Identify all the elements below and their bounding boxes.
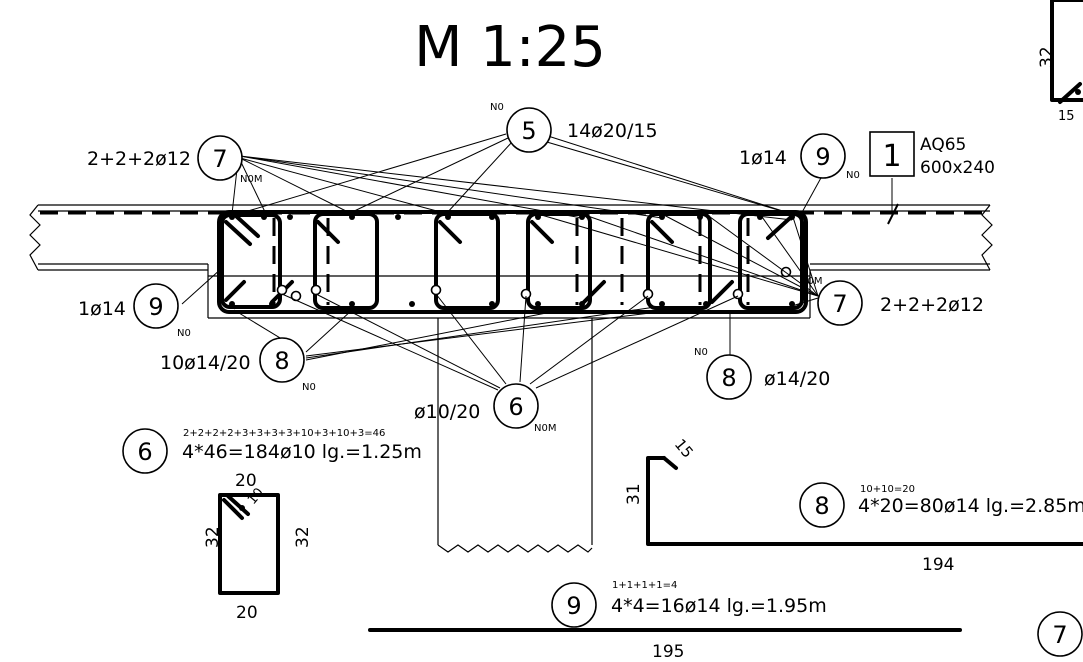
- mesh-leader-tick: [887, 203, 899, 225]
- leaders-pos8-left: [233, 305, 707, 361]
- bubble-pos6-mid: 6: [493, 383, 539, 429]
- tag-pos9-top: N0: [846, 170, 860, 181]
- label-pos1-size: 600x240: [920, 158, 995, 178]
- leaders-pos5: [237, 133, 793, 215]
- svg-text:6: 6: [137, 438, 152, 466]
- tag-pos6: N0M: [534, 423, 556, 434]
- svg-text:9: 9: [148, 293, 163, 321]
- schedule-pos8-sum: 10+10=20: [860, 484, 915, 495]
- label-pos5-spec: 14ø20/15: [567, 120, 658, 142]
- label-pos9-top-spec: 1ø14: [739, 147, 787, 169]
- dim-corner-leg: 32: [1037, 46, 1057, 68]
- bubble-pos9-schedule: 9: [551, 582, 597, 628]
- dim-bent-length: 194: [922, 555, 954, 575]
- bubble-pos9-left: 9: [133, 283, 179, 329]
- bubble-pos9-top: 9: [800, 133, 846, 179]
- leaders-pos9: [181, 175, 823, 305]
- svg-text:6: 6: [508, 393, 523, 421]
- break-line-right: [981, 204, 993, 271]
- svg-text:8: 8: [814, 492, 829, 520]
- tag-pos7-top: N0M: [240, 174, 262, 185]
- schedule-pos9-total: 4*4=16ø14 lg.=1.95m: [611, 595, 827, 617]
- svg-text:8: 8: [274, 347, 289, 375]
- svg-text:5: 5: [521, 117, 536, 145]
- svg-text:7: 7: [212, 145, 227, 173]
- dim-stirrup-top: 20: [235, 471, 257, 491]
- leaders-pos6: [281, 293, 739, 391]
- tag-pos8-right: N0: [694, 347, 708, 358]
- dim-stirrup-bottom: 20: [236, 603, 258, 623]
- break-line-left: [29, 204, 41, 271]
- dashed-stirrup-legs: [272, 218, 750, 305]
- label-pos7-right-spec: 2+2+2ø12: [880, 294, 984, 316]
- label-pos1-type: AQ65: [920, 135, 966, 155]
- inner-stirrups: [220, 212, 804, 310]
- svg-text:7: 7: [1052, 621, 1067, 649]
- svg-text:1: 1: [882, 139, 901, 174]
- svg-text:9: 9: [815, 143, 830, 171]
- dim-bent-hook: 15: [671, 435, 697, 461]
- schedule-pos6-sum: 2+2+2+2+3+3+3+3+10+3+10+3=46: [183, 428, 385, 439]
- schedule-pos6-total: 4*46=184ø10 lg.=1.25m: [182, 441, 422, 463]
- box-pos1: 1: [869, 131, 915, 177]
- longitudinal-bars-bottom: [229, 301, 795, 307]
- corner-bar-shape: [1050, 0, 1083, 104]
- schedule-pos9-sum: 1+1+1+1=4: [612, 580, 677, 591]
- scale-title: M 1:25: [414, 15, 606, 80]
- label-pos6-spec: ø10/20: [414, 401, 480, 423]
- svg-text:9: 9: [566, 592, 581, 620]
- label-pos8-left-spec: 10ø14/20: [160, 352, 251, 374]
- tag-pos7-right: N0M: [800, 276, 822, 287]
- svg-text:8: 8: [721, 364, 736, 392]
- dim-corner-hook: 15: [1058, 109, 1075, 124]
- label-pos9-left-spec: 1ø14: [78, 298, 126, 320]
- leaders-pos7-top: [231, 155, 793, 221]
- schedule-pos8-total: 4*20=80ø14 lg.=2.85m: [858, 495, 1083, 517]
- bubble-pos8-left: 8: [259, 337, 305, 383]
- bubble-pos8-schedule: 8: [799, 482, 845, 528]
- bubble-pos7-bottom: 7: [1037, 611, 1083, 657]
- dim-stirrup-right: 32: [293, 526, 313, 548]
- longitudinal-bars-top: [229, 214, 795, 220]
- stirrup-hooks: [224, 214, 792, 304]
- leaders-pos7-right: [537, 213, 819, 307]
- dim-bent-leg: 31: [624, 483, 644, 505]
- label-pos8-right-spec: ø14/20: [764, 368, 830, 390]
- bent-bar-shape-pos8: [646, 456, 1083, 546]
- dim-straight-length: 195: [652, 642, 684, 662]
- tag-pos9-left: N0: [177, 328, 191, 339]
- bubble-pos8-right: 8: [706, 354, 752, 400]
- beam-outer-stirrup: [217, 210, 808, 314]
- open-bars: [276, 266, 792, 302]
- dim-stirrup-left: 32: [203, 526, 223, 548]
- bubble-pos6-schedule: 6: [122, 428, 168, 474]
- label-pos7-top-spec: 2+2+2ø12: [87, 148, 191, 170]
- stirrup-shape-pos6: [218, 493, 280, 595]
- bubble-pos7-top: 7: [197, 135, 243, 181]
- tag-pos5: N0: [490, 102, 504, 113]
- bubble-pos5-top: 5: [506, 107, 552, 153]
- column-outline: [437, 318, 593, 553]
- bubble-pos7-right: 7: [817, 280, 863, 326]
- svg-text:7: 7: [832, 290, 847, 318]
- tag-pos8-left: N0: [302, 382, 316, 393]
